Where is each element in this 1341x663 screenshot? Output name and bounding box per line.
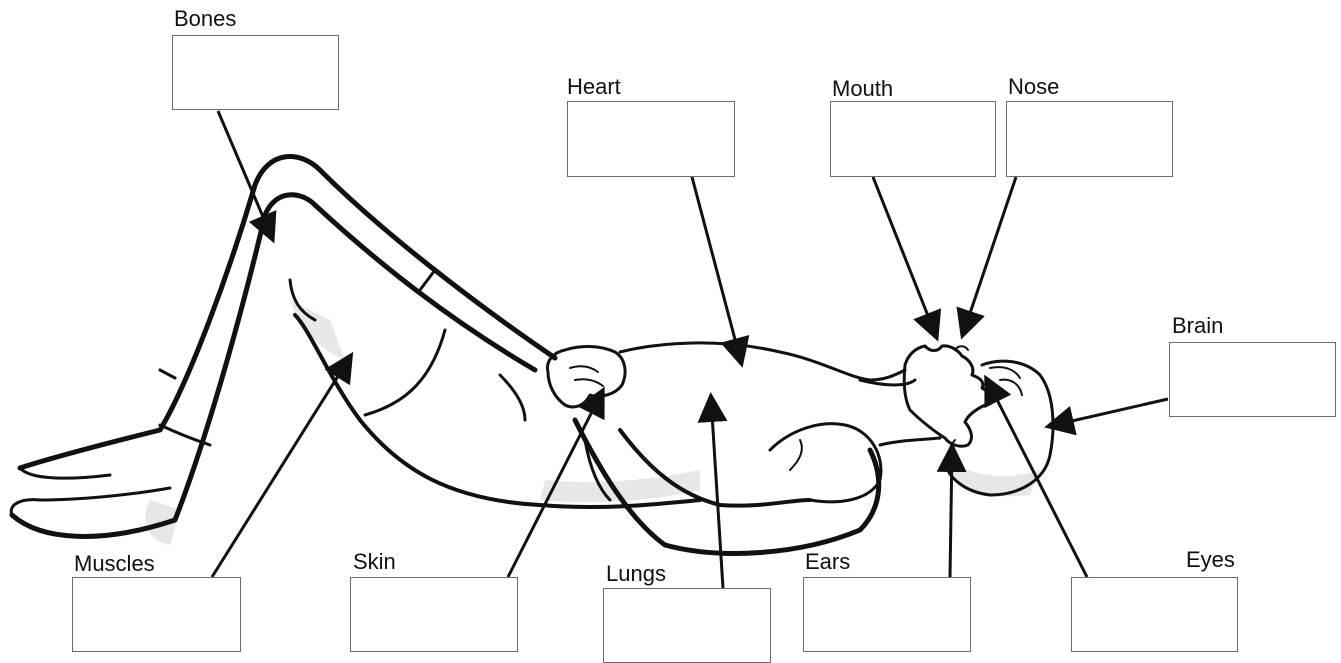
brain-label: Brain (1172, 315, 1223, 337)
hair (990, 367, 1022, 395)
neck (860, 380, 940, 445)
nose-label: Nose (1008, 76, 1059, 98)
ears-arrow (950, 448, 952, 577)
bones-label: Bones (174, 8, 236, 30)
sock-line-far (160, 370, 175, 378)
muscles-arrow (212, 357, 350, 577)
hand (547, 346, 625, 406)
muscles-answer-box[interactable] (72, 577, 241, 652)
eyes-answer-box[interactable] (1071, 577, 1238, 652)
chest-top (620, 343, 905, 380)
figure-outline (11, 156, 1053, 553)
brain-answer-box[interactable] (1169, 342, 1336, 417)
skin-label: Skin (353, 551, 396, 573)
elbow-detail (790, 440, 802, 470)
hip-line (500, 375, 525, 420)
lungs-answer-box[interactable] (603, 588, 771, 663)
skin-answer-box[interactable] (350, 577, 518, 652)
shorts-hem (365, 330, 445, 415)
lungs-label: Lungs (606, 563, 666, 585)
nose-answer-box[interactable] (1006, 101, 1173, 177)
mouth-label: Mouth (832, 78, 893, 100)
near-leg (12, 195, 535, 537)
mouth-answer-box[interactable] (830, 101, 996, 177)
leader-arrows (212, 111, 1168, 588)
nose-arrow (963, 177, 1016, 334)
muscles-label: Muscles (74, 553, 155, 575)
eyes-label: Eyes (1186, 549, 1235, 571)
heart-arrow (692, 177, 741, 362)
shorts-line (420, 270, 435, 290)
arm-upper (770, 424, 881, 502)
lungs-arrow (711, 398, 723, 588)
face-profile (904, 346, 988, 446)
heart-label: Heart (567, 76, 621, 98)
mouth-arrow (873, 177, 936, 336)
heart-answer-box[interactable] (567, 101, 735, 177)
far-leg (20, 156, 555, 468)
finger-1 (570, 366, 598, 372)
ears-label: Ears (805, 551, 850, 573)
ears-answer-box[interactable] (803, 577, 971, 652)
far-foot (20, 468, 110, 478)
brain-arrow (1050, 399, 1168, 426)
bones-answer-box[interactable] (172, 35, 339, 110)
thigh-underside (295, 315, 700, 507)
finger-2 (575, 379, 603, 386)
